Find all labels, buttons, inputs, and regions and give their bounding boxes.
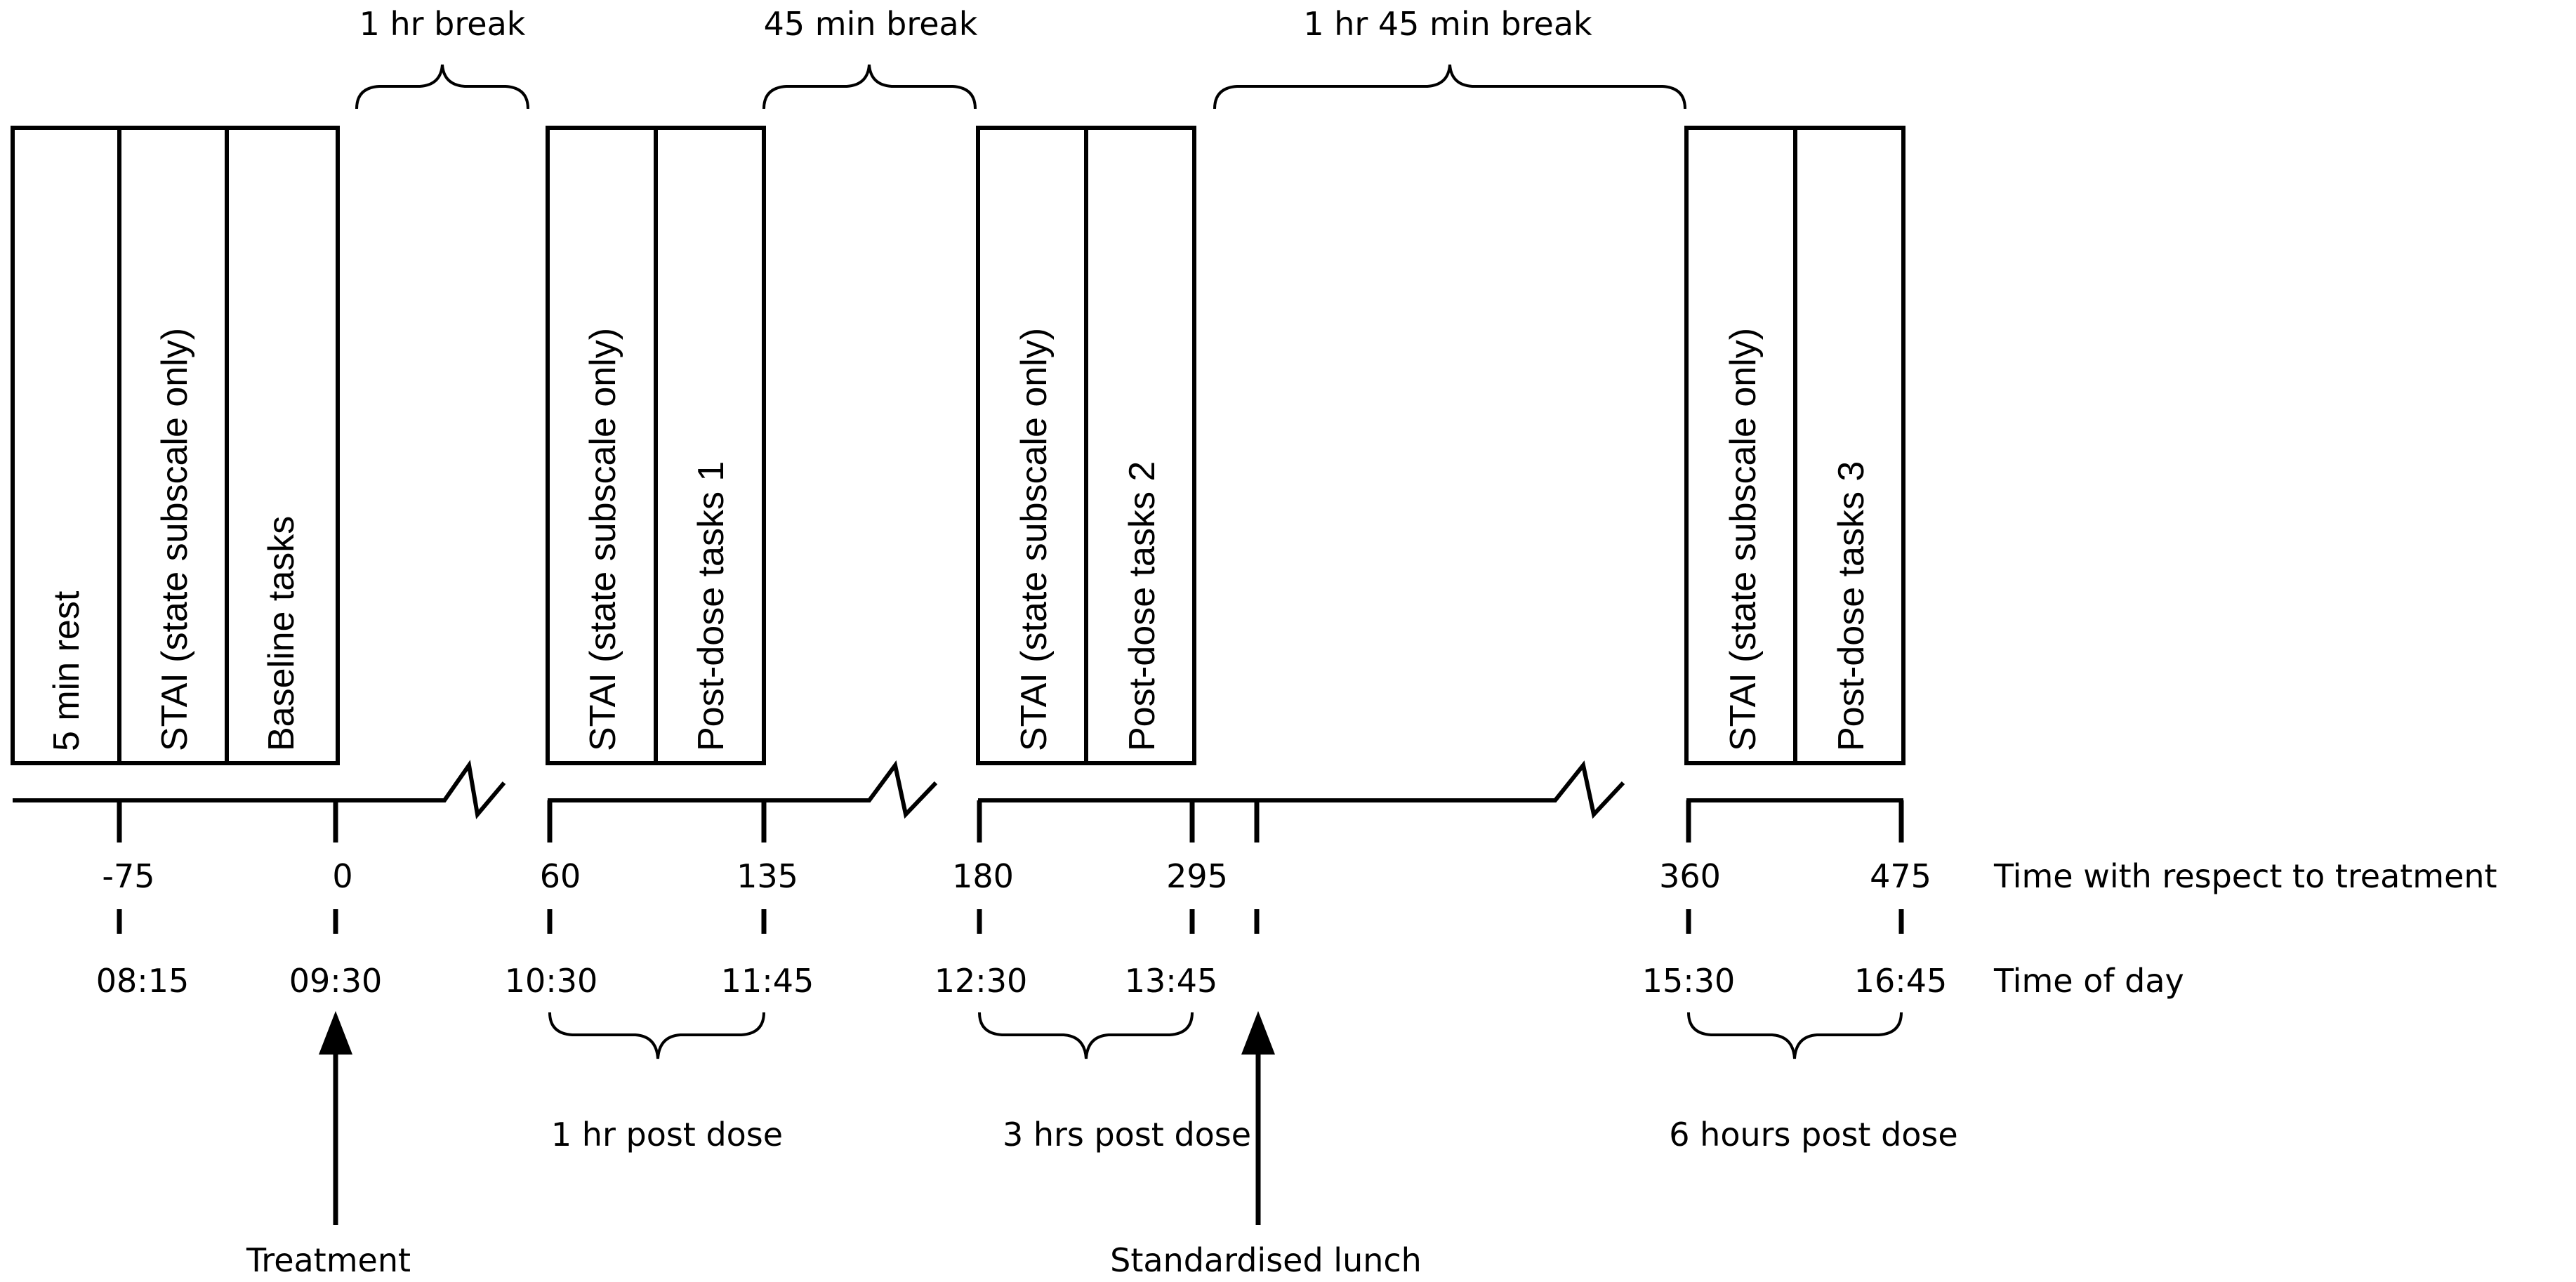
time-of-day-label: 11:45	[721, 962, 814, 1000]
timeline-axis	[13, 760, 1903, 819]
post-dose-tasks-3-label: Post-dose tasks 3	[1831, 461, 1872, 751]
time-of-day-label: 15:30	[1642, 962, 1736, 1000]
post-dose-tasks-1-label: Post-dose tasks 1	[691, 461, 732, 751]
post-dose-session-1-box: STAI (state subscale only) Post-dose tas…	[546, 126, 766, 765]
post-dose-brace-3	[1687, 1012, 1903, 1059]
post-dose-label-2: 3 hrs post dose	[1003, 1116, 1251, 1154]
rel-time-label: 0	[332, 857, 352, 895]
time-of-day-label: 12:30	[934, 962, 1028, 1000]
treatment-arrow	[319, 1011, 352, 1225]
rel-time-label: 475	[1870, 857, 1931, 895]
post-dose-session-3-box: STAI (state subscale only) Post-dose tas…	[1684, 126, 1905, 765]
post-dose-brace-1	[548, 1012, 765, 1059]
post-dose-brace-2	[978, 1012, 1194, 1059]
row-dashes	[117, 909, 1904, 934]
post-dose-session-2-box: STAI (state subscale only) Post-dose tas…	[976, 126, 1196, 765]
axis-ticks	[117, 800, 1904, 842]
rel-time-label: 180	[952, 857, 1014, 895]
break-brace-3	[1213, 64, 1686, 110]
time-of-day-label: 16:45	[1854, 962, 1948, 1000]
time-of-day-label: 08:15	[96, 962, 190, 1000]
stai-label-post1: STAI (state subscale only)	[583, 328, 623, 751]
rel-time-label: 360	[1659, 857, 1721, 895]
lunch-arrow	[1241, 1011, 1275, 1225]
break-label-2: 45 min break	[764, 5, 978, 43]
stai-label-post2: STAI (state subscale only)	[1014, 328, 1055, 751]
time-of-day-labels: 08:15 09:30 10:30 11:45 12:30 13:45 15:3…	[96, 962, 2184, 1000]
rel-time-label: 60	[540, 857, 581, 895]
rel-time-label: 295	[1166, 857, 1228, 895]
relative-time-labels: -75 0 60 135 180 295 360 475 Time with r…	[102, 857, 2497, 895]
time-of-day-row-label: Time of day	[1993, 962, 2184, 1000]
rel-time-label: -75	[102, 857, 154, 895]
stai-label-post3: STAI (state subscale only)	[1723, 328, 1764, 751]
time-of-day-label: 13:45	[1125, 962, 1218, 1000]
standardised-lunch-label: Standardised lunch	[1110, 1241, 1422, 1279]
time-of-day-label: 10:30	[505, 962, 598, 1000]
break-label-1: 1 hr break	[359, 5, 526, 43]
rel-time-label: 135	[737, 857, 798, 895]
break-label-3: 1 hr 45 min break	[1303, 5, 1592, 43]
five-min-rest-label: 5 min rest	[46, 590, 87, 751]
baseline-session-box: 5 min rest STAI (state subscale only) Ba…	[11, 126, 340, 765]
time-of-day-label: 09:30	[289, 962, 383, 1000]
stai-label-baseline: STAI (state subscale only)	[154, 328, 195, 751]
baseline-tasks-label: Baseline tasks	[261, 516, 302, 751]
post-dose-tasks-2-label: Post-dose tasks 2	[1122, 461, 1163, 751]
time-relative-row-label: Time with respect to treatment	[1993, 857, 2497, 895]
break-brace-1	[355, 64, 529, 110]
post-dose-label-1: 1 hr post dose	[551, 1116, 783, 1154]
post-dose-label-3: 6 hours post dose	[1669, 1116, 1957, 1154]
break-brace-2	[762, 64, 977, 110]
treatment-label: Treatment	[246, 1241, 411, 1279]
